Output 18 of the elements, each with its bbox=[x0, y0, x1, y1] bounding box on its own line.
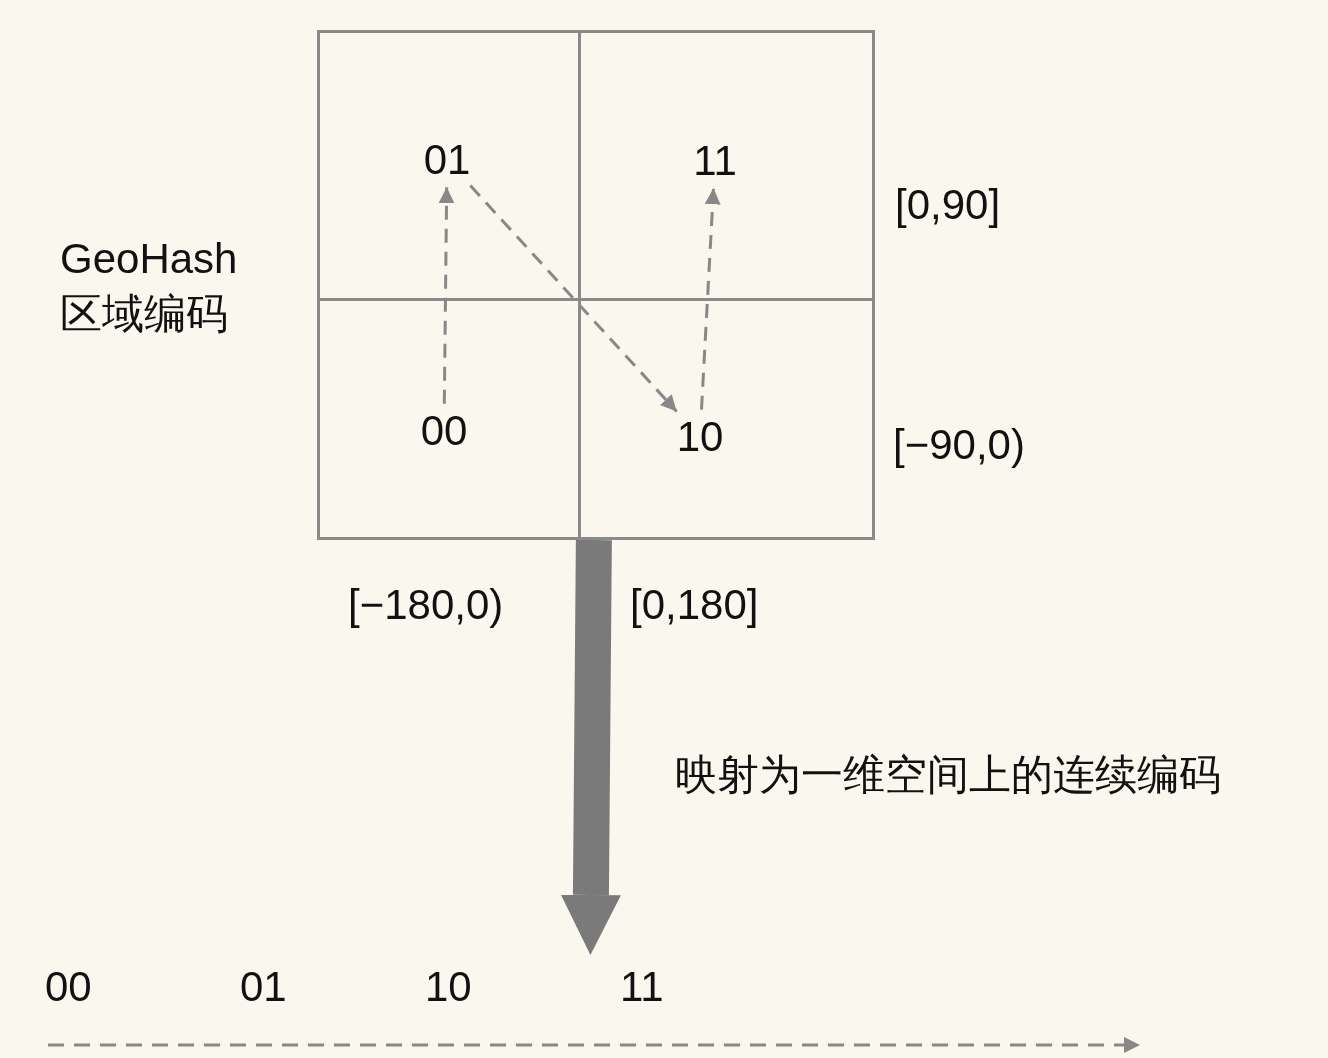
quadrant-code: 10 bbox=[676, 409, 724, 465]
quadrant-code: 00 bbox=[420, 403, 468, 459]
dashed-arrow bbox=[469, 184, 678, 413]
range-label: [−90,0) bbox=[893, 420, 1025, 470]
block-arrow bbox=[560, 539, 621, 955]
range-label: [0,90] bbox=[895, 180, 1001, 230]
dashed-arrow bbox=[438, 187, 455, 404]
quadrant-code: 11 bbox=[693, 133, 737, 189]
dashed-arrow bbox=[700, 188, 721, 410]
diagram-heading: GeoHash 区域编码 bbox=[60, 234, 239, 339]
quadrant-code: 01 bbox=[423, 132, 471, 188]
range-label: [0,180] bbox=[630, 580, 759, 630]
code-label: 00 bbox=[45, 962, 92, 1012]
code-label: 10 bbox=[425, 962, 472, 1012]
code-label: 01 bbox=[240, 962, 287, 1012]
grid-frame bbox=[317, 30, 875, 540]
range-label: [−180,0) bbox=[348, 580, 504, 630]
code-label: 11 bbox=[620, 962, 664, 1012]
